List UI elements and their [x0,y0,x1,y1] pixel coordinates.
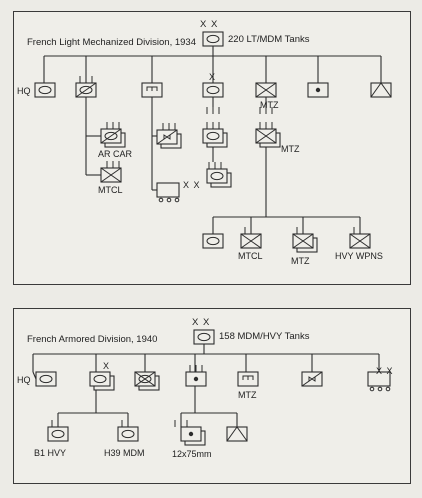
mtz-battalion-label: MTZ [291,256,310,266]
b1-hvy-label: B1 HVY [34,448,67,458]
diagram-title: French Armored Division, 1940 [27,334,158,345]
diagram-panel-light-mechanized: French Light Mechanized Division, 1934 X… [13,11,411,285]
gun-label: 12x75mm [172,449,212,459]
tank-battalion-unit [202,233,224,249]
tank-regiment-unit [202,107,228,148]
motorcycle-battalion-unit [240,227,262,249]
hq-label: HQ [17,86,31,96]
heavy-weapons-unit [349,227,371,249]
hq-unit [35,371,57,387]
org-chart-2 [32,329,391,446]
division-symbol [193,329,215,345]
mtz-label-2: MTZ [281,144,300,154]
mtz-infantry-unit [255,82,277,98]
tank-regiment-2-unit [206,162,232,188]
antitank-unit [226,426,248,442]
artillery-dot-unit [307,82,329,98]
diagram-panel-armored: French Armored Division, 1940 X X 158 MD… [13,308,411,484]
armored-car-unit [100,122,126,148]
mtz-label: MTZ [260,100,279,110]
artillery-dot-unit [185,365,207,387]
support-train-unit [156,182,180,203]
recon-unit [75,76,97,98]
hvy-wpns-label: HVY WPNS [335,251,383,261]
tank-brigade-unit [202,82,224,98]
tank-brigade-unit [89,371,115,391]
dragoon-regiment-unit [255,107,281,148]
support-train-unit [367,371,391,392]
hq-label: HQ [17,375,31,385]
mtz-artillery-unit [237,371,259,387]
brigade-marker: X [209,72,216,82]
echelon-marker: X X [192,317,211,328]
motorized-battalion-unit [292,227,318,253]
brigade-marker: X [103,361,110,371]
diagram-title: French Light Mechanized Division, 1934 [27,37,196,48]
artillery-group-unit [156,123,182,149]
h39-tank-unit [117,420,139,442]
mtz-label: MTZ [238,390,257,400]
hq-unit [34,82,56,98]
b1-tank-unit [47,420,69,442]
tank-strength: 220 LT/MDM Tanks [228,34,310,45]
mtcl-battalion-label: MTCL [238,251,263,261]
org-chart-1 [34,31,392,253]
support-echelon-marker: X X [183,180,201,190]
field-gun-unit [174,420,206,446]
mtcl-label: MTCL [98,185,123,195]
tank-strength: 158 MDM/HVY Tanks [219,331,310,342]
division-symbol [202,31,224,47]
antitank-unit [370,82,392,98]
motorcycle-unit [100,161,122,183]
h39-mdm-label: H39 MDM [104,448,145,458]
artillery-unit [141,82,163,98]
support-echelon-marker: X X [376,366,394,376]
ar-car-label: AR CAR [98,149,133,159]
echelon-marker: X X [200,19,219,30]
infantry-battalion-unit [134,371,160,391]
engineer-unit [301,371,323,387]
